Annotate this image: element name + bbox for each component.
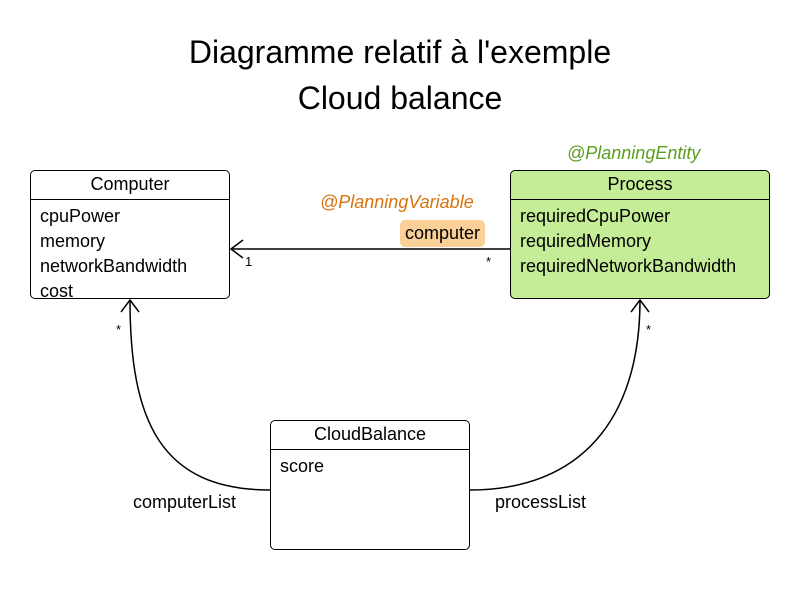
process-list-label: processList (495, 492, 587, 512)
computer-attribute: cost (40, 281, 74, 301)
computer-attribute: cpuPower (40, 206, 121, 226)
computer-attribute: networkBandwidth (40, 256, 188, 276)
computer-class-name: Computer (31, 171, 229, 200)
process-list-arrowhead (630, 298, 650, 313)
computer-association-arrowhead (229, 239, 244, 259)
process-class-box: Process requiredCpuPower requiredMemory … (510, 170, 770, 299)
process-attribute: requiredMemory (520, 231, 652, 251)
computer-list-line (129, 299, 271, 491)
process-attribute: requiredCpuPower (520, 206, 671, 226)
process-list-multiplicity: * (646, 322, 652, 337)
computer-list-label: computerList (133, 492, 237, 512)
computer-attribute: memory (40, 231, 106, 251)
process-list-line (469, 299, 641, 491)
computer-list-multiplicity: * (116, 322, 122, 337)
planning-entity-annotation: @PlanningEntity (567, 143, 701, 163)
process-attribute: requiredNetworkBandwidth (520, 256, 737, 276)
cloudbalance-attribute: score (280, 456, 325, 476)
cloudbalance-attributes: score (271, 450, 469, 479)
multiplicity-many: * (486, 254, 492, 269)
diagram-title-line-2: Cloud balance (297, 80, 503, 116)
diagram-title-line-1: Diagramme relatif à l'exemple (188, 34, 612, 70)
planning-variable-chip: computer (400, 220, 486, 247)
multiplicity-one: 1 (245, 254, 253, 269)
process-attributes: requiredCpuPower requiredMemory required… (511, 200, 769, 279)
cloudbalance-class-name: CloudBalance (271, 421, 469, 450)
planning-variable-annotation: @PlanningVariable (320, 192, 474, 212)
computer-list-arrowhead (120, 298, 140, 313)
computer-attributes: cpuPower memory networkBandwidth cost (31, 200, 229, 304)
process-class-name: Process (511, 171, 769, 200)
computer-class-box: Computer cpuPower memory networkBandwidt… (30, 170, 230, 301)
cloudbalance-class-box: CloudBalance score (270, 420, 470, 550)
